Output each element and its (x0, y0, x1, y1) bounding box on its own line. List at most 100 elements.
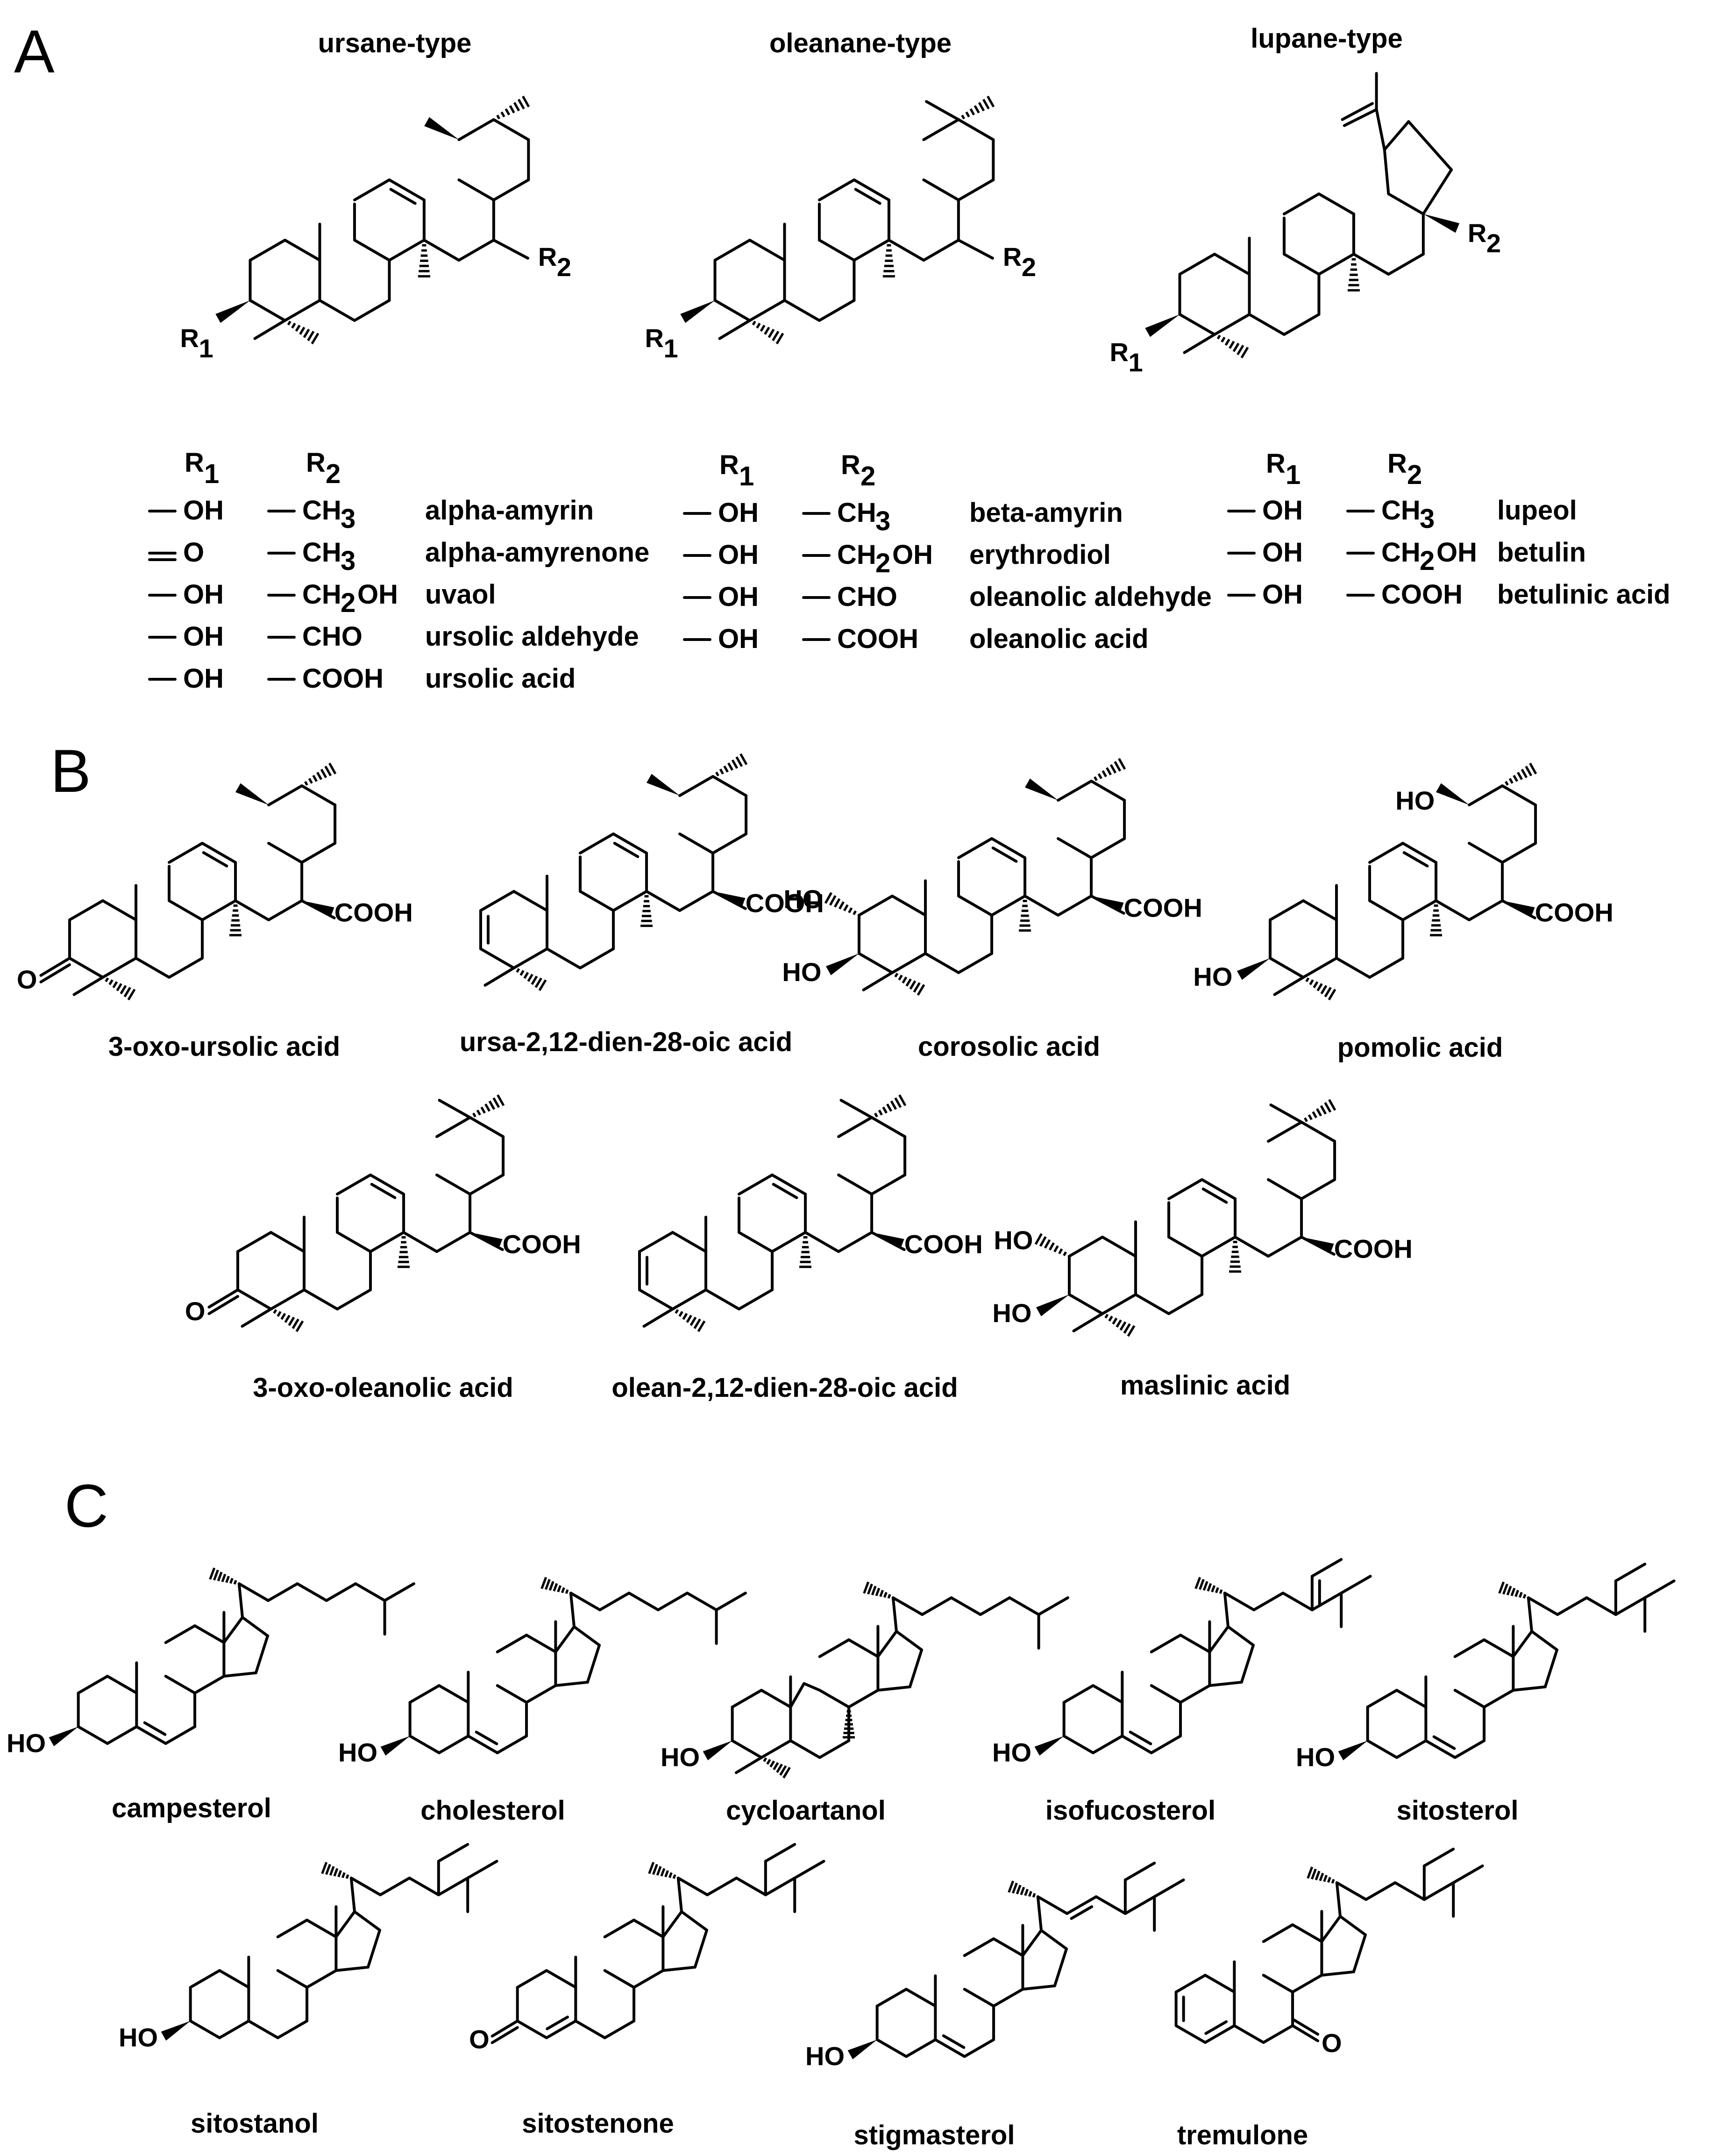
table-header-r2: R (1387, 448, 1407, 479)
bond (1101, 1293, 1137, 1315)
table-r1-value: OH (718, 582, 759, 612)
table-compound-name: alpha-amyrenone (425, 537, 649, 568)
bond (270, 1288, 306, 1310)
hydroxyl-label: HO (1296, 1742, 1335, 1772)
r-group-label: R (1003, 242, 1022, 271)
hashed-bond (1529, 762, 1537, 775)
bond (789, 1682, 806, 1708)
hashed-bond (325, 1864, 331, 1875)
hashed-bond (548, 1581, 554, 1591)
hashed-bond (213, 1569, 219, 1581)
bond (1248, 313, 1286, 336)
double-bond (942, 2034, 966, 2049)
bond (1233, 2024, 1265, 2044)
hashed-bond (1502, 1583, 1508, 1595)
bond (336, 1231, 372, 1253)
wedge-bond (49, 1727, 78, 1746)
bond (249, 299, 286, 322)
bond (435, 1231, 472, 1253)
hashed-bond (1319, 1872, 1324, 1881)
bond (383, 1582, 415, 1602)
hydroxyl-label: HO (661, 1742, 700, 1772)
bond (603, 2020, 636, 2039)
table-header-sub: 2 (860, 461, 875, 491)
bond (1395, 1689, 1428, 1708)
bond (296, 1582, 328, 1602)
bond (336, 1288, 372, 1310)
hydroxyl-label: HO (338, 1737, 377, 1767)
panel-c-structure-4: HO (992, 1558, 1372, 1767)
bond (579, 833, 615, 854)
bond (738, 1174, 774, 1195)
bond (891, 895, 927, 917)
bond (678, 833, 715, 854)
table-r1-value: OH (183, 579, 224, 610)
hashed-bond (288, 1316, 295, 1326)
hashed-bond (1309, 979, 1314, 985)
hashed-bond (321, 1862, 328, 1874)
table-r2-value: CHO (837, 582, 897, 612)
bond (1368, 957, 1405, 979)
bond (990, 895, 1027, 917)
table-r1-value: OH (183, 621, 224, 652)
bond (1339, 1915, 1367, 1936)
bond (1352, 1933, 1367, 1973)
hashed-bond (779, 1765, 787, 1776)
hashed-bond (675, 1309, 679, 1314)
bond (963, 2038, 995, 2058)
bond (1150, 1634, 1182, 1653)
hashed-bond (1514, 1590, 1520, 1597)
bond (922, 178, 960, 201)
bond (957, 952, 994, 974)
hashed-bond (1311, 1868, 1317, 1880)
hashed-bond (1305, 977, 1310, 982)
methyl (642, 1308, 674, 1328)
compound-name-b: olean-2,12-dien-28-oic acid (611, 1373, 958, 1403)
bond (638, 1288, 674, 1310)
hashed-bond (303, 328, 310, 338)
hashed-bond (1020, 1886, 1025, 1895)
hashed-bond (291, 322, 296, 329)
bond (435, 1116, 472, 1138)
bond (957, 178, 995, 201)
hashed-bond (775, 333, 784, 345)
bond (492, 118, 530, 141)
double-bond (1432, 1735, 1456, 1750)
hashed-bond (123, 987, 131, 997)
table-r2-subscript: 3 (341, 546, 355, 576)
hashed-bond (1008, 1880, 1015, 1893)
wedge-bond (235, 783, 269, 805)
bond (101, 957, 138, 979)
hashed-bond (500, 111, 505, 118)
bond (1223, 1592, 1230, 1628)
hashed-bond (295, 1320, 304, 1332)
bond (1468, 842, 1504, 864)
compound-name-c: stigmasterol (854, 2120, 1015, 2150)
bond (671, 1288, 708, 1310)
double-bond (370, 1183, 397, 1199)
table-header-r2: R (306, 448, 326, 478)
bond (1208, 1680, 1243, 1687)
bond (1282, 253, 1321, 276)
bond (546, 947, 582, 969)
bond (300, 784, 337, 806)
hashed-bond (496, 114, 501, 120)
hashed-bond (1331, 1878, 1335, 1884)
table-r1-value: OH (718, 498, 759, 528)
hashed-bond (987, 95, 995, 107)
bond (711, 833, 748, 854)
bond (435, 1174, 472, 1195)
bond (218, 1969, 250, 1989)
hashed-bond (1510, 1587, 1516, 1596)
bond (1213, 313, 1251, 336)
bond (201, 899, 237, 921)
hashed-bond (304, 781, 308, 786)
bond (236, 1231, 272, 1253)
bond (1252, 1592, 1285, 1611)
hashed-bond (299, 327, 306, 335)
bond (1092, 1684, 1124, 1704)
hashed-bond (672, 1874, 676, 1879)
bond (803, 1682, 821, 1692)
